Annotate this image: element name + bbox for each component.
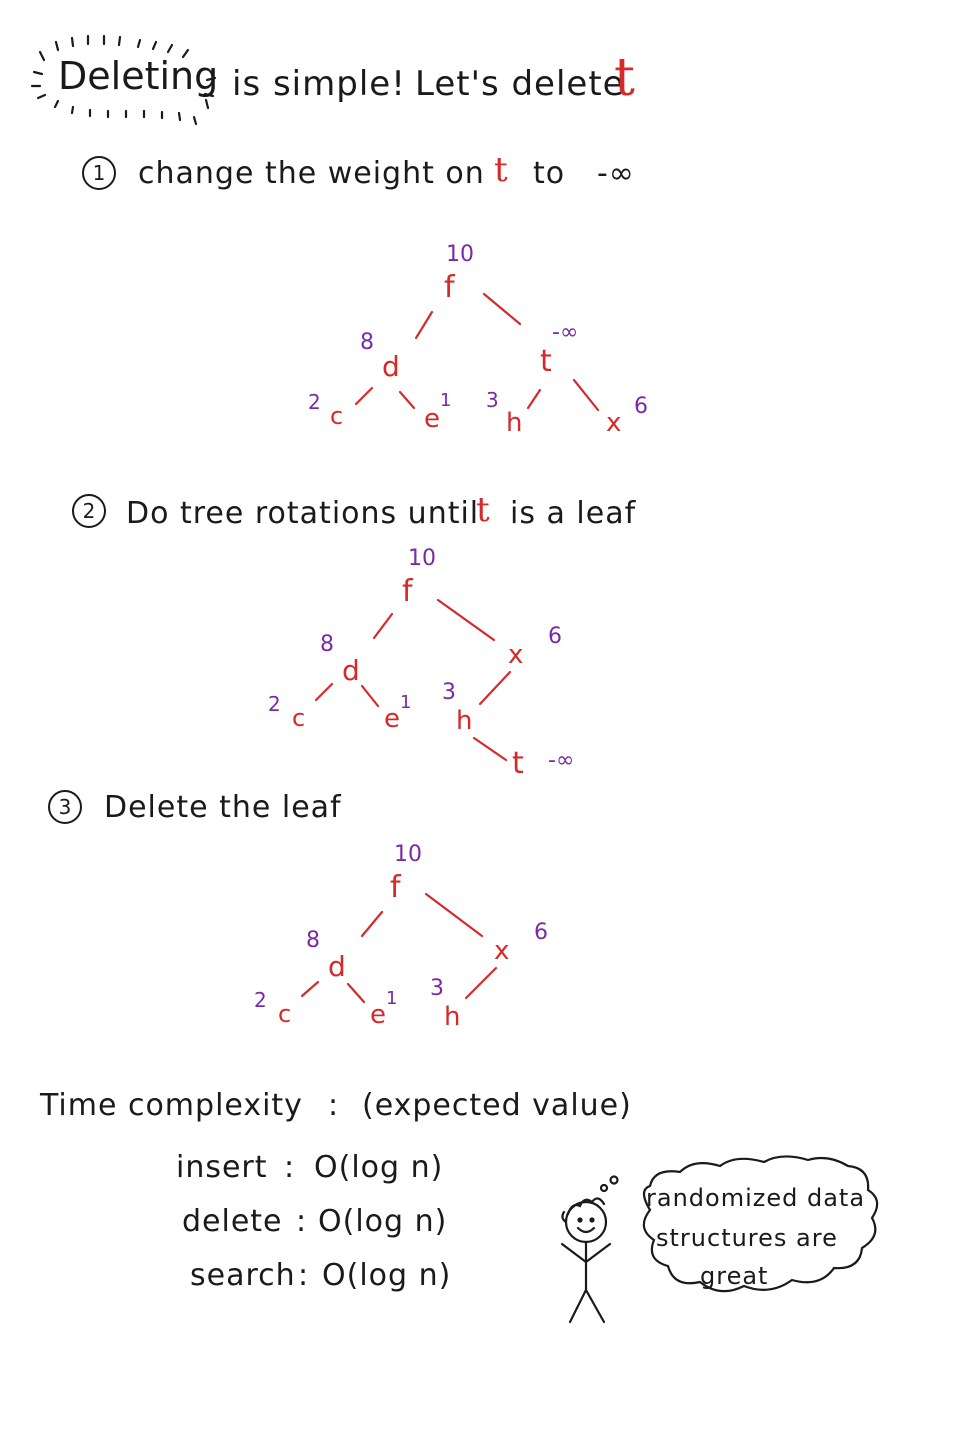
tree-3-edge-d-c — [300, 980, 320, 998]
tree-1-weight-c: 2 — [308, 390, 321, 414]
tree-2-node-t: t — [512, 746, 524, 781]
tree-2-edge-x-h — [478, 670, 512, 706]
tree-1-edge-t-h — [526, 388, 542, 410]
tree-3-node-h: h — [444, 1002, 461, 1032]
complexity-heading: Time complexity — [40, 1088, 303, 1123]
tree-2-edge-f-d — [372, 612, 394, 640]
tree-1-node-f: f — [444, 270, 455, 305]
step-2-target: t — [476, 490, 490, 530]
tree-3-weight-x: 6 — [534, 920, 548, 945]
tree-1-weight-h: 3 — [486, 388, 499, 412]
tree-3-weight-c: 2 — [254, 988, 267, 1012]
title-lead: Let's delete — [415, 64, 625, 104]
bubble-line-3: great — [700, 1262, 769, 1290]
tree-2-node-h: h — [456, 706, 473, 736]
tree-1-node-e: e — [424, 404, 440, 434]
tree-2-edge-f-x — [436, 598, 496, 642]
step-1-target: t — [494, 150, 508, 190]
title-sparkles — [30, 34, 217, 126]
tree-1-weight-d: 8 — [360, 330, 374, 355]
step-1-text-a: change the weight on — [138, 156, 485, 191]
tree-1-edge-f-t — [482, 292, 522, 326]
tree-2-weight-c: 2 — [268, 692, 281, 716]
complexity-value-insert: O(log n) — [314, 1150, 444, 1185]
step-3-text-a: Delete the leaf — [104, 790, 342, 825]
tree-2-weight-t: -∞ — [548, 748, 575, 773]
step-1-number: 1 — [82, 156, 116, 190]
tree-1-edge-t-x — [572, 378, 600, 412]
step-3-number: 3 — [48, 790, 82, 824]
tree-2-weight-f: 10 — [408, 546, 436, 571]
tree-1-node-d: d — [382, 350, 400, 383]
complexity-colon-search: : — [298, 1258, 310, 1293]
tree-2-weight-h: 3 — [442, 680, 456, 705]
tree-edges — [300, 292, 600, 1004]
complexity-colon-insert: : — [284, 1150, 296, 1185]
thought-bubble — [642, 1155, 879, 1293]
bubble-line-1: randomized data — [646, 1184, 866, 1212]
complexity-colon: : — [328, 1088, 340, 1123]
tree-2-edge-d-c — [314, 682, 334, 702]
tree-2-node-e: e — [384, 704, 400, 734]
tree-3-weight-d: 8 — [306, 928, 320, 953]
tree-2-edge-d-e — [360, 684, 380, 708]
complexity-op-delete: delete — [182, 1204, 283, 1239]
complexity-op-search: search — [190, 1258, 296, 1293]
tree-1-weight-t: -∞ — [552, 320, 579, 345]
step-2-text-b: is a leaf — [510, 496, 637, 531]
tree-3-weight-e: 1 — [386, 988, 398, 1009]
tree-3-node-f: f — [390, 870, 401, 905]
tree-1-weight-x: 6 — [634, 394, 648, 419]
tree-3-edge-d-e — [346, 982, 366, 1004]
title-target: t — [614, 48, 635, 108]
tree-3-node-c: c — [278, 1000, 292, 1028]
complexity-colon-delete: : — [296, 1204, 308, 1239]
tree-3-node-d: d — [328, 950, 346, 983]
complexity-value-delete: O(log n) — [318, 1204, 448, 1239]
step-2-text-a: Do tree rotations until — [126, 496, 480, 531]
tree-1-weight-e: 1 — [440, 390, 452, 411]
tree-3-node-e: e — [370, 1000, 386, 1030]
tree-1-node-t: t — [540, 344, 552, 379]
tree-1-node-x: x — [606, 408, 622, 438]
complexity-value-search: O(log n) — [322, 1258, 452, 1293]
tree-1-edge-d-c — [354, 386, 374, 406]
tree-3-edge-f-x — [424, 892, 484, 938]
tree-1-node-c: c — [330, 402, 344, 430]
title-rest: is simple! — [232, 64, 406, 104]
tree-3-edge-f-d — [360, 910, 384, 938]
bubble-line-2: structures are — [656, 1224, 838, 1252]
title-highlight: Deleting — [58, 54, 219, 98]
tree-3-edge-x-h — [464, 966, 498, 1000]
step-1-text-b: to — [533, 156, 566, 191]
tree-2-weight-x: 6 — [548, 624, 562, 649]
tree-2-edge-h-t — [472, 736, 508, 762]
tree-2-node-d: d — [342, 654, 360, 687]
tree-1-edge-f-d — [414, 310, 434, 340]
tree-2-weight-d: 8 — [320, 632, 334, 657]
tree-2-weight-e: 1 — [400, 692, 412, 713]
complexity-note: (expected value) — [362, 1088, 632, 1123]
tree-2-node-x: x — [508, 640, 524, 670]
tree-3-weight-f: 10 — [394, 842, 422, 867]
tree-2-node-f: f — [402, 574, 413, 609]
tree-3-weight-h: 3 — [430, 976, 444, 1001]
tree-1-edge-d-e — [398, 390, 416, 410]
tree-3-node-x: x — [494, 936, 510, 966]
step-2-number: 2 — [72, 494, 106, 528]
complexity-op-insert: insert — [176, 1150, 268, 1185]
tree-2-node-c: c — [292, 704, 306, 732]
step-1-value: -∞ — [597, 156, 635, 191]
tree-1-weight-f: 10 — [446, 242, 474, 267]
tree-1-node-h: h — [506, 408, 523, 438]
